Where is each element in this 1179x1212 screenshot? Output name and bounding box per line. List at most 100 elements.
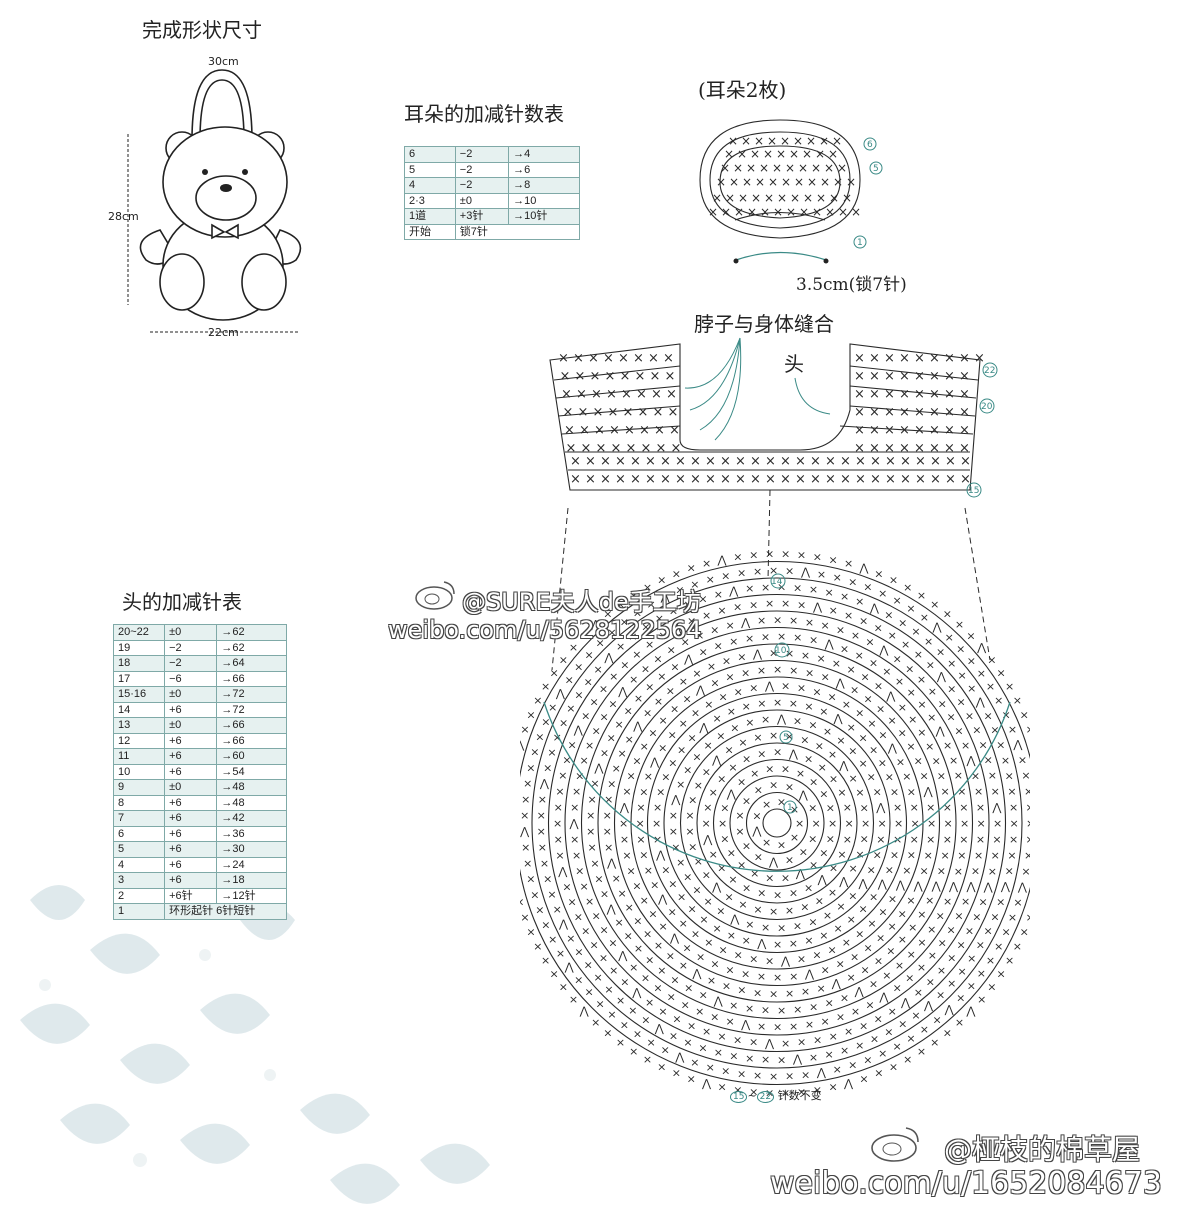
ring-stitch-mark: × — [633, 606, 642, 619]
ring-stitch-mark: × — [757, 887, 766, 900]
ring-stitch-mark: × — [978, 738, 987, 751]
ring-stitch-mark: × — [757, 747, 766, 760]
ring-stitch-mark: × — [753, 903, 762, 916]
table-cell: 3 — [112, 872, 166, 889]
ring-stitch-mark: × — [910, 801, 919, 814]
ring-stitch-mark: × — [943, 895, 952, 908]
ring-stitch-mark: × — [645, 996, 654, 1009]
neck-stitch-mark: × — [750, 472, 761, 487]
ring-stitch-mark: × — [661, 863, 670, 876]
ring-stitch-mark: × — [643, 927, 652, 940]
neck-stitch-mark: × — [855, 454, 866, 469]
neck-stitch-mark: × — [884, 369, 895, 384]
ring-stitch-mark: × — [927, 817, 936, 830]
ring-stitch-mark: × — [579, 880, 588, 893]
ring-stitch-mark: × — [840, 992, 849, 1005]
ring-stitch-mark: × — [535, 730, 544, 743]
ring-stitch-mark: × — [761, 921, 770, 934]
ring-stitch-mark: × — [907, 948, 916, 961]
table-cell: →72 — [216, 701, 287, 718]
ring-stitch-mark: × — [789, 614, 798, 627]
ring-stitch-mark: × — [785, 854, 794, 867]
ring-stitch-mark: × — [632, 880, 641, 893]
ring-stitch-mark: × — [754, 784, 763, 797]
ring-stitch-mark: × — [706, 573, 715, 586]
ring-stitch-mark: × — [553, 817, 562, 830]
ring-stitch-mark: × — [636, 817, 645, 830]
ring-stitch-mark: × — [636, 801, 645, 814]
ring-stitch-mark: × — [721, 1065, 730, 1078]
ring-stitch-mark: ⋀ — [683, 652, 694, 665]
neck-stitch-mark: × — [603, 351, 614, 366]
ring-stitch-mark: × — [1021, 865, 1030, 878]
ring-stitch-mark: × — [804, 753, 813, 766]
ring-stitch-mark: × — [805, 666, 814, 679]
ring-stitch-mark: ⋀ — [792, 1053, 803, 1066]
ring-stitch-mark: × — [947, 711, 956, 724]
ring-stitch-mark: × — [878, 905, 887, 918]
ring-stitch-mark: × — [887, 920, 896, 933]
ring-stitch-mark: × — [745, 582, 754, 595]
ring-stitch-mark: × — [902, 770, 911, 783]
neck-stitch-mark: × — [656, 441, 667, 456]
ring-stitch-mark: × — [937, 770, 946, 783]
neck-stitch-mark: × — [588, 351, 599, 366]
ring-stitch-mark: × — [914, 986, 923, 999]
ring-stitch-mark: × — [882, 969, 891, 982]
ring-stitch-mark: × — [696, 950, 705, 963]
ring-stitch-mark: × — [906, 894, 915, 907]
head-label: 头 — [784, 352, 804, 376]
ring-stitch-mark: × — [737, 775, 746, 788]
crochet-ring — [646, 692, 908, 954]
ring-stitch-mark: × — [757, 614, 766, 627]
ring-stitch-mark: × — [878, 1047, 887, 1060]
ring-stitch-mark: × — [757, 970, 766, 983]
ring-stitch-mark: × — [683, 764, 692, 777]
neck-stitch-mark: × — [594, 423, 605, 438]
ring-stitch-mark: × — [612, 872, 621, 885]
ring-stitch-mark: × — [526, 926, 535, 939]
ring-stitch-mark: × — [644, 770, 653, 783]
neck-stitch-mark: × — [765, 454, 776, 469]
ring-stitch-mark: × — [702, 609, 711, 622]
ring-stitch-mark: × — [657, 1060, 666, 1073]
ring-stitch-mark: × — [617, 887, 626, 900]
ring-stitch-mark: × — [769, 905, 778, 918]
table-row: 5+6→30 — [112, 841, 287, 858]
ring-stitch-mark: ⋀ — [991, 801, 1002, 814]
neck-stitch-mark: × — [870, 472, 881, 487]
ring-stitch-mark: × — [996, 895, 1005, 908]
ring-stitch-mark: × — [625, 901, 634, 914]
ring-stitch-mark: × — [800, 733, 809, 746]
neck-row-mark: 15 — [968, 486, 979, 496]
ring-stitch-mark: × — [919, 865, 928, 878]
ring-stitch-mark: ⋀ — [780, 954, 791, 967]
table-cell: −6 — [164, 670, 218, 687]
table-row: 19−2→62 — [112, 639, 287, 656]
ring-stitch-mark: × — [670, 703, 679, 716]
ring-stitch-mark: × — [579, 754, 588, 767]
ring-stitch-mark: × — [737, 859, 746, 872]
watermark-handle-bottom: @桠枝的棉草屋 — [944, 1133, 1141, 1166]
table-row: 7+6→42 — [112, 810, 287, 827]
ring-stitch-mark: × — [592, 725, 601, 738]
ring-stitch-mark: × — [615, 718, 624, 731]
ring-stitch-mark: × — [850, 684, 859, 697]
table-cell: 15·16 — [112, 686, 166, 703]
ring-stitch-mark: × — [667, 991, 676, 1004]
ring-stitch-mark: ⋀ — [674, 1050, 685, 1063]
ring-stitch-mark: × — [845, 817, 854, 830]
ring-stitch-mark: × — [836, 958, 845, 971]
neck-stitch-mark: × — [618, 351, 629, 366]
ring-stitch-mark: × — [924, 849, 933, 862]
ring-stitch-mark: × — [825, 997, 834, 1010]
ring-stitch-mark: × — [681, 998, 690, 1011]
neck-stitch-mark: × — [645, 454, 656, 469]
circle-row-mark: 5 — [783, 733, 789, 743]
ring-stitch-mark: × — [785, 987, 794, 1000]
ring-stitch-mark: ⋀ — [764, 1037, 775, 1050]
crochet-ring — [729, 775, 825, 871]
ring-stitch-mark: × — [734, 949, 743, 962]
ring-stitch-mark: × — [865, 998, 874, 1011]
ring-stitch-mark: × — [954, 865, 963, 878]
